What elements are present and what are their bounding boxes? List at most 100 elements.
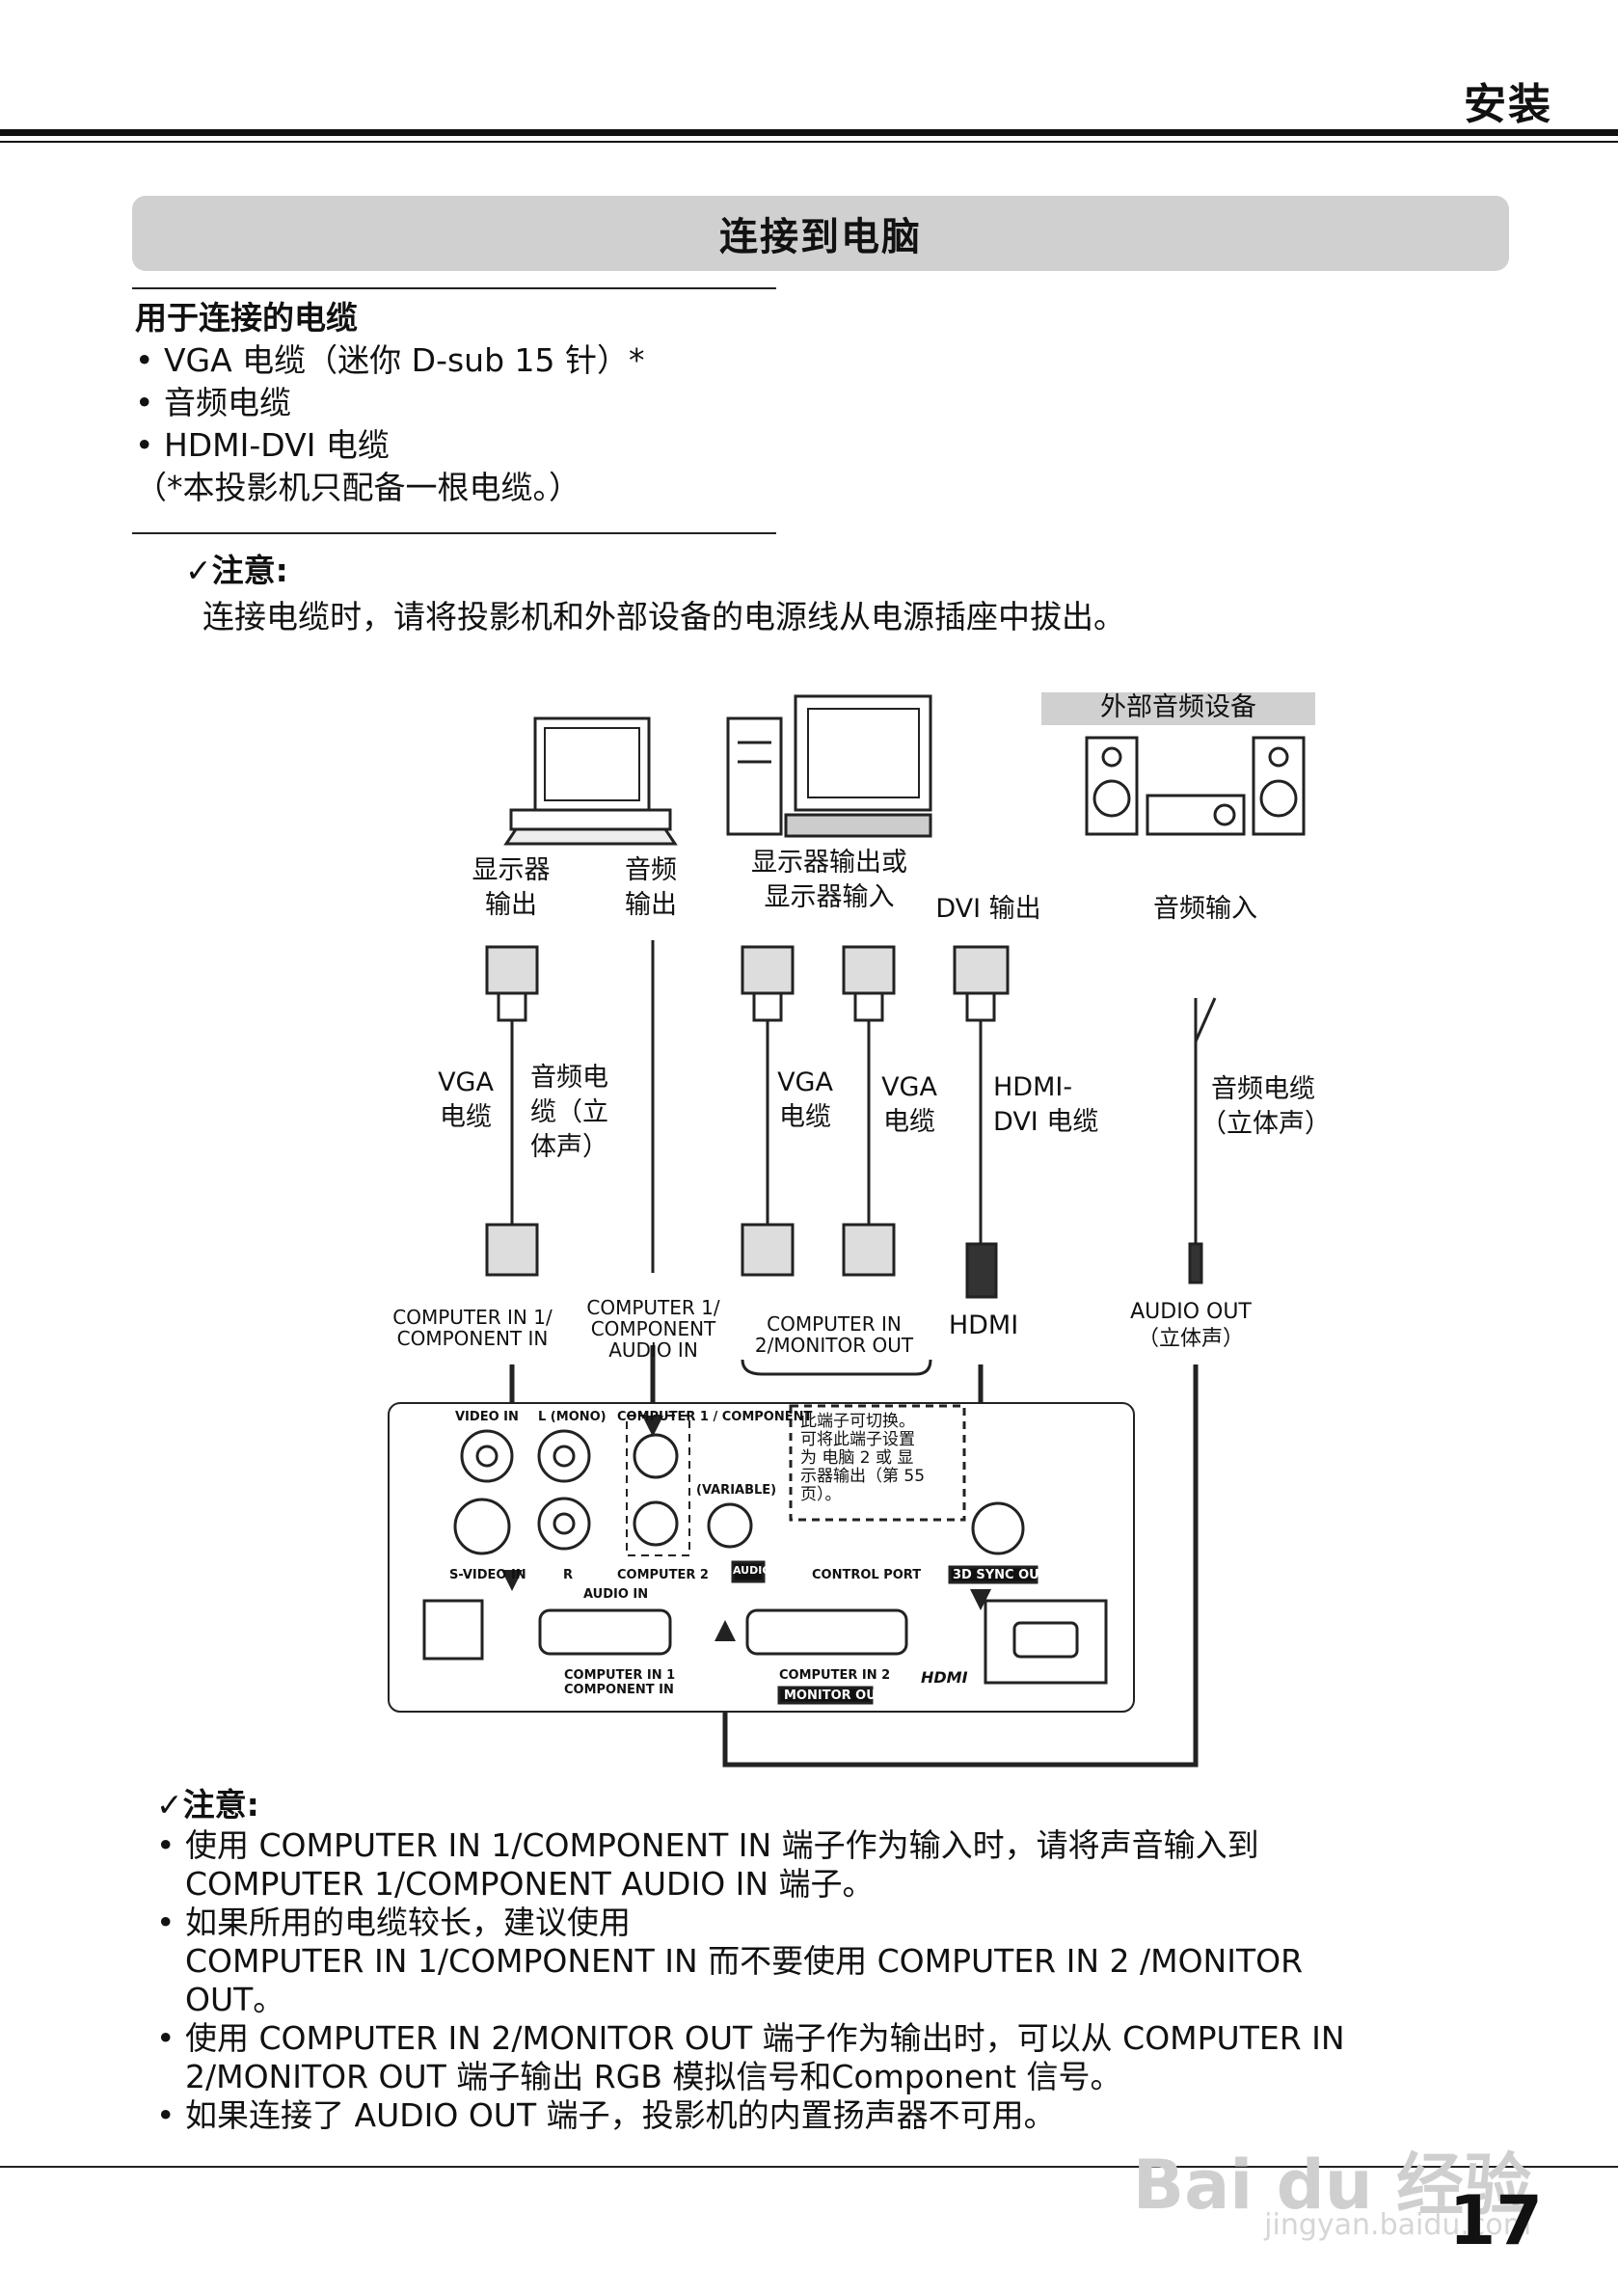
label-line: VGA bbox=[438, 1067, 494, 1097]
panel-label: COMPUTER IN 2 bbox=[779, 1668, 891, 1683]
watermark-url: jingyan.baidu.com bbox=[1264, 2208, 1531, 2242]
monitor-io-label: 显示器输出或显示器输入 bbox=[728, 846, 930, 915]
vga-cable-label: VGA 电缆 bbox=[876, 1070, 943, 1140]
page-number: 17 bbox=[1448, 2181, 1543, 2260]
audio-cable-label: 音频电缆（立体声） bbox=[530, 1061, 617, 1165]
port-comp-in1-label: COMPUTER IN 1/COMPONENT IN bbox=[391, 1307, 554, 1349]
label-line: 输出 bbox=[625, 890, 677, 920]
label-line: 电缆 bbox=[779, 1102, 831, 1132]
panel-label: COMPONENT IN bbox=[564, 1683, 674, 1697]
label-line: 显示器输入 bbox=[764, 882, 895, 912]
sync-out-badge: 3D SYNC OUT bbox=[953, 1568, 1048, 1582]
label-line: COMPONENT bbox=[590, 1317, 716, 1340]
page-title: 连接到电脑 bbox=[132, 196, 1509, 271]
label-line: VGA bbox=[777, 1067, 833, 1097]
label-line: 显示器输出或 bbox=[751, 848, 907, 878]
panel-label: COMPUTER 2 bbox=[617, 1568, 709, 1582]
note1-heading: ✓注意: bbox=[185, 552, 288, 589]
note-item: 如果连接了 AUDIO OUT 端子，投影机的内置扬声器不可用。 bbox=[156, 2096, 1535, 2135]
desktop-computer-icon bbox=[726, 694, 932, 838]
monitor-out-label: 显示器输出 bbox=[453, 853, 569, 923]
audio-out-source-label: 音频输出 bbox=[607, 853, 694, 923]
panel-label: AUDIO IN bbox=[583, 1587, 649, 1602]
label-line: AUDIO OUT bbox=[1130, 1300, 1252, 1324]
callout-line: 示器输出（第 55 bbox=[800, 1467, 926, 1486]
label-line: 显示器 bbox=[472, 855, 551, 885]
hdmi-dvi-cable-label: HDMI- DVI 电缆 bbox=[993, 1070, 1109, 1140]
label-line: COMPUTER IN 1/ bbox=[392, 1306, 553, 1329]
panel-label: COMPUTER 1 / COMPONENT bbox=[617, 1410, 813, 1424]
cable-item: • VGA 电缆（迷你 D-sub 15 针）* bbox=[135, 341, 645, 379]
panel-label: CONTROL PORT bbox=[812, 1568, 922, 1582]
footer-rule bbox=[0, 2166, 1618, 2168]
watermark-logo: Bai du 经验 bbox=[1132, 2146, 1531, 2225]
port-audio-out-label: AUDIO OUT （立体声） bbox=[1119, 1299, 1263, 1353]
panel-label: L (MONO) bbox=[538, 1410, 607, 1424]
note-line: COMPUTER IN 1/COMPONENT IN 而不要使用 COMPUTE… bbox=[185, 1942, 1304, 1980]
section-header: 安装 bbox=[1464, 80, 1552, 129]
header-rule-thin bbox=[0, 141, 1618, 143]
vga-cable-label: VGA 电缆 bbox=[432, 1066, 499, 1135]
label-line: 体声） bbox=[530, 1132, 608, 1162]
label-line: （立体声） bbox=[1137, 1327, 1244, 1351]
header-rule bbox=[0, 129, 1618, 136]
label-line: 音频电 bbox=[530, 1063, 608, 1093]
cable-item: • HDMI-DVI 电缆 bbox=[135, 426, 390, 464]
label-line: 电缆 bbox=[440, 1102, 492, 1132]
label-line: DVI 电缆 bbox=[993, 1107, 1099, 1137]
note-line: 使用 COMPUTER IN 1/COMPONENT IN 端子作为输入时，请将… bbox=[185, 1826, 1259, 1864]
note-item: 使用 COMPUTER IN 2/MONITOR OUT 端子作为输出时，可以从… bbox=[156, 2019, 1535, 2096]
cables-footnote: （*本投影机只配备一根电缆。） bbox=[135, 469, 580, 506]
divider bbox=[132, 532, 776, 534]
label-line: 电缆 bbox=[883, 1107, 935, 1137]
notes-section: ✓注意: 使用 COMPUTER IN 1/COMPONENT IN 端子作为输… bbox=[156, 1784, 1535, 2135]
note-line: 使用 COMPUTER IN 2/MONITOR OUT 端子作为输出时，可以从… bbox=[185, 2019, 1345, 2057]
label-line: 2/MONITOR OUT bbox=[754, 1334, 914, 1357]
note1-text: 连接电缆时，请将投影机和外部设备的电源线从电源插座中拔出。 bbox=[202, 598, 1125, 635]
callout-line: 为 电脑 2 或 显 bbox=[800, 1448, 914, 1468]
vga-connector-icon bbox=[485, 945, 1010, 1022]
label-line: 音频电缆 bbox=[1211, 1074, 1315, 1104]
note-item: 使用 COMPUTER IN 1/COMPONENT IN 端子作为输入时，请将… bbox=[156, 1826, 1535, 1904]
audio-cable-stereo-label: 音频电缆 （立体声） bbox=[1200, 1072, 1331, 1142]
divider bbox=[132, 287, 776, 289]
hdmi-logo: HDMI bbox=[921, 1668, 968, 1687]
label-line: COMPUTER IN bbox=[767, 1312, 902, 1336]
note-line: COMPUTER 1/COMPONENT AUDIO IN 端子。 bbox=[185, 1865, 875, 1903]
note-line: 如果连接了 AUDIO OUT 端子，投影机的内置扬声器不可用。 bbox=[185, 2096, 1056, 2134]
note-item: 如果所用的电缆较长，建议使用 COMPUTER IN 1/COMPONENT I… bbox=[156, 1904, 1535, 2019]
note2-heading: ✓注意: bbox=[156, 1786, 259, 1823]
label-line: COMPUTER 1/ bbox=[586, 1296, 720, 1319]
switch-callout: 此端子可切换。 可将此端子设置 为 电脑 2 或 显 示器输出（第 55 页）。 bbox=[800, 1413, 925, 1504]
label-line: HDMI- bbox=[993, 1072, 1073, 1102]
dvi-out-label: DVI 输出 bbox=[935, 894, 1041, 924]
label-line: 输出 bbox=[485, 890, 537, 920]
vga-cable-label: VGA 电缆 bbox=[771, 1066, 839, 1135]
label-line: VGA bbox=[881, 1072, 937, 1102]
note-line: 如果所用的电缆较长，建议使用 bbox=[185, 1904, 631, 1941]
callout-line: 可将此端子设置 bbox=[800, 1430, 915, 1449]
panel-label: S-VIDEO IN bbox=[449, 1568, 526, 1582]
callout-line: 页）。 bbox=[800, 1485, 842, 1504]
laptop-icon bbox=[503, 716, 678, 846]
label-line: AUDIO IN bbox=[608, 1338, 698, 1362]
speaker-icon bbox=[1085, 736, 1306, 836]
port-hdmi-label: HDMI bbox=[948, 1310, 1019, 1340]
panel-label: (VARIABLE) bbox=[696, 1483, 777, 1498]
label-line: 音频 bbox=[625, 855, 677, 885]
monitor-out-badge: MONITOR OUT bbox=[784, 1688, 885, 1703]
panel-label: R bbox=[563, 1568, 574, 1582]
cables-heading: 用于连接的电缆 bbox=[135, 299, 358, 337]
external-audio-label: 外部音频设备 bbox=[1100, 692, 1256, 722]
label-line: （立体声） bbox=[1200, 1109, 1331, 1139]
note-line: OUT。 bbox=[185, 1981, 285, 2018]
cable-item: • 音频电缆 bbox=[135, 384, 291, 421]
panel-label: VIDEO IN bbox=[455, 1410, 519, 1424]
callout-line: 此端子可切换。 bbox=[800, 1412, 915, 1431]
panel-label: COMPUTER IN 1 bbox=[564, 1668, 676, 1683]
audio-in-label: 音频输入 bbox=[1153, 894, 1257, 924]
label-line: COMPONENT IN bbox=[396, 1327, 549, 1350]
label-line: 缆（立 bbox=[530, 1097, 608, 1127]
